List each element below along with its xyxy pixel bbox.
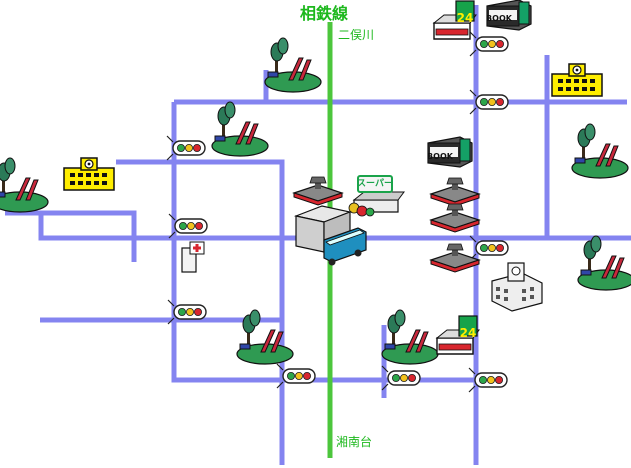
park-icon	[211, 101, 269, 157]
traffic-signal-icon	[381, 365, 421, 391]
bookstore-sign-text: BOOK	[486, 14, 513, 23]
bookstore-sign-text: BOOK	[427, 152, 454, 161]
station-south-label: 湘南台	[336, 435, 373, 449]
hospital-icon	[491, 262, 543, 312]
gas-station-icon	[430, 243, 480, 273]
convenience-sign-text: 24	[457, 11, 474, 25]
rail-line-label: 相鉄線	[300, 4, 349, 23]
road	[116, 159, 285, 465]
school-icon	[63, 157, 115, 191]
school-icon	[551, 63, 603, 97]
supermarket-sign-text: スーパー	[357, 177, 393, 189]
park-icon	[0, 157, 49, 213]
park-icon	[571, 123, 629, 179]
park-icon	[577, 235, 631, 291]
road	[171, 102, 474, 383]
road	[38, 213, 631, 241]
station-north-label: 二俣川	[338, 28, 375, 42]
bus-icon	[323, 227, 367, 266]
road	[5, 210, 137, 262]
gas-station-icon	[430, 203, 480, 233]
convenience-sign-text: 24	[460, 326, 477, 340]
supermarket-icon	[348, 175, 405, 217]
clinic-icon	[181, 241, 205, 273]
roads	[5, 5, 631, 465]
gas-station-icon	[293, 176, 343, 206]
park-icon	[381, 309, 439, 365]
park-icon	[264, 37, 322, 93]
gas-station-icon	[430, 177, 480, 207]
